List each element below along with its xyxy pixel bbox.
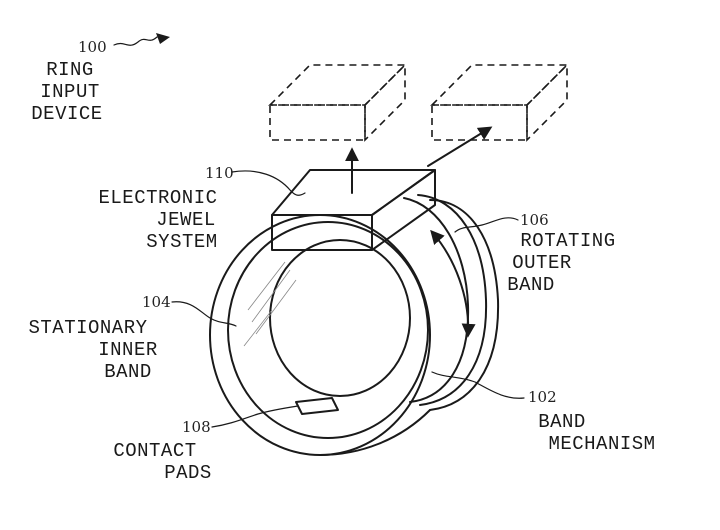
ref-106: 106 — [520, 211, 549, 229]
leader-100 — [113, 36, 158, 46]
pads-line-2: PADS — [164, 462, 212, 484]
leader-106 — [454, 217, 519, 233]
ring-input-device-label: 100 RING INPUT DEVICE — [31, 33, 170, 125]
contact-pads-label: 108 CONTACT PADS — [113, 405, 299, 484]
rotating-line-2: OUTER — [512, 252, 572, 274]
jewel-line-2: JEWEL — [156, 209, 216, 231]
jewel-line-1: ELECTRONIC — [98, 187, 217, 209]
rotating-line-1: ROTATING — [520, 230, 615, 252]
remote-device-box-right — [430, 63, 569, 142]
electronic-jewel-box — [271, 169, 436, 251]
arrow-100 — [156, 33, 170, 44]
ref-104: 104 — [142, 293, 171, 311]
mechanism-line-1: BAND — [538, 411, 586, 433]
rotating-band-label: 106 ROTATING OUTER BAND — [454, 211, 615, 296]
leader-108 — [211, 405, 299, 428]
jewel-line-3: SYSTEM — [146, 231, 217, 253]
stationary-line-1: STATIONARY — [28, 317, 147, 339]
rotation-arrow — [430, 229, 476, 338]
pads-line-1: CONTACT — [113, 440, 196, 462]
signal-arrow-diagonal — [427, 126, 493, 167]
band-mechanism-label: 102 BAND MECHANISM — [431, 371, 655, 455]
ref-102: 102 — [528, 388, 557, 406]
ring-device-line-2: INPUT — [40, 81, 100, 103]
stationary-line-3: BAND — [104, 361, 152, 383]
mechanism-line-2: MECHANISM — [548, 433, 655, 455]
ref-108: 108 — [182, 418, 211, 436]
ring-device-line-3: DEVICE — [31, 103, 102, 125]
rotating-line-3: BAND — [507, 274, 555, 296]
leader-110 — [231, 170, 306, 196]
leader-102 — [431, 371, 525, 399]
contact-pad — [295, 397, 339, 415]
ring-device-line-1: RING — [46, 59, 94, 81]
stationary-band-label: 104 STATIONARY INNER BAND — [28, 293, 237, 383]
ref-110: 110 — [205, 164, 234, 182]
stationary-line-2: INNER — [98, 339, 158, 361]
remote-device-box-left — [268, 63, 407, 142]
leader-104 — [171, 301, 237, 327]
ref-100: 100 — [78, 38, 107, 56]
electronic-jewel-label: 110 ELECTRONIC JEWEL SYSTEM — [98, 164, 306, 253]
